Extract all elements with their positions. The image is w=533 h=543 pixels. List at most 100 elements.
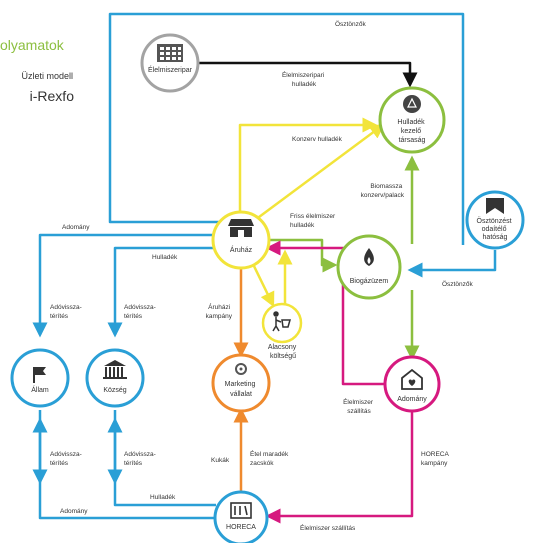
label-adov1-1: Adóvissza- [50, 304, 82, 311]
label-etel-1: Étel maradék [250, 449, 289, 458]
edge-osztonzok-right [407, 250, 497, 278]
svg-text:Élelmiszeripari hulladék: Élelmiszeripari hulladék [282, 70, 326, 88]
svg-text:Alacsony költségű: Alacsony költségű [268, 344, 298, 360]
edge-friss-elelmiszer [268, 238, 338, 273]
title-block: olyamatok Üzleti modell i-Rexfo [0, 37, 74, 104]
label-osztonzok-top: Ösztönzők [335, 20, 366, 28]
node-alacsony: Alacsony költségű [261, 302, 303, 360]
edge-aruhaz-yellow-diag [254, 123, 386, 222]
node-aruhaz-label: Áruház [230, 245, 253, 254]
node-hulladek-1: Hulladék [397, 119, 425, 126]
node-hulladek-kezelo: Hulladék kezelő társaság [378, 86, 446, 154]
node-horeca-label: HORECA [226, 524, 256, 531]
node-elelmiszeripar-label: Élelmiszeripar [148, 65, 193, 74]
svg-text:HORECA kampány: HORECA kampány [421, 451, 450, 467]
node-adomany: Adomány [383, 355, 441, 413]
home-heart-icon [401, 368, 423, 390]
node-allam-label: Állam [31, 385, 49, 394]
factory-icon [157, 44, 183, 62]
svg-text:Adóvissza- térítés: Adóvissza- térítés [124, 304, 158, 320]
label-adov2-2: térítés [124, 313, 143, 320]
svg-text:Adóvissza- térítés: Adóvissza- térítés [50, 304, 84, 320]
svg-text:Adóvissza- térítés: Adóvissza- térítés [50, 451, 84, 467]
label-szallitas-bottom: Élelmiszer szállítás [300, 523, 356, 532]
marketing-gear-icon [235, 363, 247, 375]
node-kozseg-label: Község [103, 387, 126, 394]
label-adomany-bottom: Adomány [60, 508, 88, 515]
edge-hulladek-left [107, 246, 220, 338]
edge-osztonzok-top [108, 12, 465, 245]
node-alacsony-1: Alacsony [268, 344, 297, 351]
label-horeca-kampany-2: kampány [421, 460, 448, 467]
edge-hulladek-bottom [107, 417, 216, 507]
label-horeca-kampany-1: HORECA [421, 451, 449, 458]
edge-labels: Ösztönzők Élelmiszeripari hulladék Konze… [50, 20, 473, 532]
label-adov2-1: Adóvissza- [124, 304, 156, 311]
label-aruhazi-2: kampány [206, 313, 233, 320]
label-hulladek-left: Hulladék [152, 254, 178, 261]
label-etel-2: zacskók [250, 460, 274, 467]
edge-adomany-left [32, 233, 220, 338]
label-szallitas-mid-1: Élelmiszer [343, 397, 374, 406]
node-marketing-1: Marketing [225, 381, 256, 388]
store-icon [228, 219, 254, 237]
edge-horeca-kampany [265, 410, 414, 524]
node-horeca: HORECA [213, 490, 269, 543]
label-aruhazi-1: Áruházi [208, 302, 230, 311]
edge-konzerv-hulladek [238, 117, 378, 215]
label-adov4-1: Adóvissza- [124, 451, 156, 458]
title-line1: olyamatok [0, 37, 65, 53]
node-kozseg: Község [85, 348, 145, 408]
cart-icon [272, 311, 291, 332]
svg-text:Étel maradék zacskók: Étel maradék zacskók [250, 449, 290, 467]
edge-elelmiszeripari-hulladek [198, 61, 418, 88]
svg-text:Biomassza konzerv/palack: Biomassza konzerv/palack [361, 183, 405, 199]
label-friss-2: hulladék [290, 222, 315, 229]
svg-text:Hulladék kezelő tá: Hulladék kezelő társaság [397, 119, 426, 144]
label-elelmiszeripari-1: Élelmiszeripari [282, 70, 324, 79]
node-hulladek-3: társaság [399, 137, 426, 144]
node-biogazuzem: Biogázüzem [336, 234, 402, 300]
flame-icon [364, 248, 374, 266]
label-hulladek-bottom: Hulladék [150, 494, 176, 501]
restaurant-icon [230, 502, 252, 519]
svg-text:Friss élelmiszer hulladé: Friss élelmiszer hulladék [290, 213, 337, 229]
building-icon [103, 360, 127, 379]
label-adov4-2: térítés [124, 460, 143, 467]
svg-text:Ösztönzést odaítélő: Ösztönzést odaítélő hatóság [477, 217, 514, 241]
edge-adomany-bottom [32, 417, 216, 520]
svg-text:Élelmiszer szállítás: Élelmiszer szállítás [343, 397, 375, 415]
node-osztonzest-3: hatóság [483, 234, 508, 241]
svg-text:Adóvissza- térítés: Adóvissza- térítés [124, 451, 158, 467]
node-alacsony-2: költségű [270, 353, 296, 360]
recycle-icon [403, 95, 421, 113]
node-osztonzest: Ösztönzést odaítélő hatóság [465, 190, 525, 250]
title-line3: i-Rexfo [30, 88, 75, 104]
label-osztonzok-right: Ösztönzők [442, 280, 473, 288]
label-biomassza-1: Biomassza [370, 183, 402, 190]
node-marketing: Marketing vállalat [211, 353, 271, 413]
label-adomany-left: Adomány [62, 224, 90, 231]
edge-elelmiszer-szallitas-mid [265, 240, 390, 386]
edge-aruhaz-alacsony [250, 261, 275, 308]
node-osztonzest-1: Ösztönzést [477, 217, 512, 225]
label-kukak: Kukák [211, 457, 230, 464]
node-biogazuzem-label: Biogázüzem [350, 278, 389, 285]
node-aruhaz: Áruház [211, 210, 271, 270]
label-konzerv-hulladek: Konzerv hulladék [292, 136, 343, 143]
label-adov3-2: térítés [50, 460, 69, 467]
label-szallitas-mid-2: szállítás [347, 408, 371, 415]
flag-icon [33, 367, 46, 383]
edges [32, 12, 497, 524]
title-line2: Üzleti modell [21, 71, 73, 81]
label-adov1-2: térítés [50, 313, 69, 320]
svg-text:Áruházi kampány: Áruházi kampány [206, 302, 233, 320]
node-allam: Állam [10, 348, 70, 408]
label-elelmiszeripari-2: hulladék [292, 81, 317, 88]
node-elelmiszeripar: Élelmiszeripar [140, 33, 200, 93]
label-adov3-1: Adóvissza- [50, 451, 82, 458]
node-adomany-label: Adomány [397, 396, 427, 403]
node-hulladek-2: kezelő [401, 128, 421, 135]
label-biomassza-2: konzerv/palack [361, 192, 405, 199]
authority-icon [486, 198, 504, 214]
